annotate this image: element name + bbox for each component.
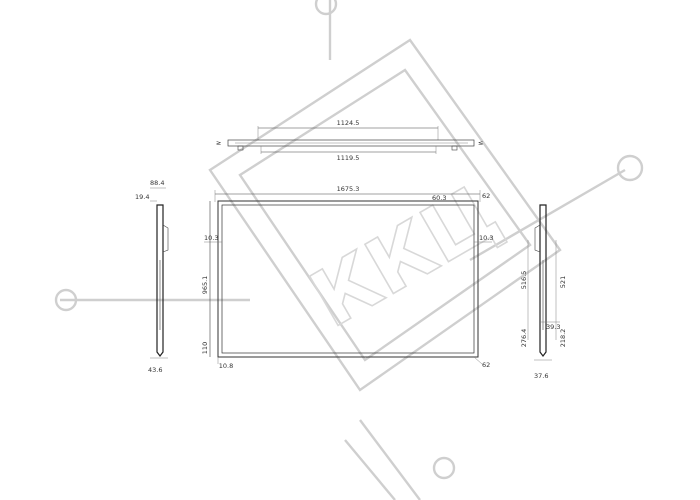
watermark-circle <box>432 456 456 480</box>
watermark-line <box>359 419 421 500</box>
left-side-view: 88.4 19.4 43.6 <box>135 179 169 374</box>
right-side-bulge <box>534 224 541 253</box>
watermark-diamond-inner <box>238 68 532 362</box>
front-corner-bottom-right-label: 62 <box>482 361 490 369</box>
front-left-bezel-label: 10.3 <box>204 234 218 242</box>
right-mount-a-label: 276.4 <box>520 329 528 348</box>
watermark-line <box>344 439 396 500</box>
right-mount-offset-label: 39.3 <box>546 323 560 331</box>
front-right-bezel-label: 10.3 <box>479 234 493 242</box>
watermark-circle <box>616 154 644 182</box>
left-side-profile <box>156 204 164 357</box>
front-top-edge-label: 60.3 <box>432 194 446 202</box>
left-depth-top-label: 88.4 <box>150 179 164 187</box>
top-width-outer-label: 1124.5 <box>337 119 360 127</box>
right-depth-bottom-label: 37.6 <box>534 372 548 380</box>
top-width-inner-label: 1119.5 <box>337 154 360 162</box>
display-outer-frame <box>217 200 479 358</box>
front-view: 1675.3 60.3 62 10.3 10.3 965.1 110 10.8 … <box>201 185 493 370</box>
watermark-circle <box>314 0 338 16</box>
right-height-b-label: 521 <box>559 276 567 288</box>
right-mount-b-label: 218.2 <box>559 329 567 348</box>
left-side-bulge <box>162 224 169 253</box>
top-view-tick: ≥ <box>216 139 221 147</box>
front-width-label: 1675.3 <box>337 185 360 193</box>
front-corner-top-right-label: 62 <box>482 192 490 200</box>
display-screen <box>221 204 475 354</box>
left-depth-mid-label: 19.4 <box>135 193 149 201</box>
left-depth-bottom-label: 43.6 <box>148 366 162 374</box>
front-height-label: 965.1 <box>201 276 209 295</box>
watermark-diamond <box>208 38 562 392</box>
front-bottom-bezel-left-label: 110 <box>201 342 209 354</box>
watermark-circle <box>54 288 78 312</box>
right-side-profile <box>539 204 547 357</box>
top-view: 1124.5 ≥ ≤ 1119.5 <box>216 119 483 162</box>
top-view-foot <box>237 145 244 151</box>
leader-line <box>473 356 483 365</box>
front-bottom-bezel-label: 10.8 <box>219 362 233 370</box>
watermark: ККЦ <box>54 0 644 500</box>
watermark-line <box>469 168 626 262</box>
top-view-outline <box>227 139 475 147</box>
top-view-tick: ≤ <box>478 139 483 147</box>
right-height-a-label: 516.5 <box>520 271 528 290</box>
right-side-view: 516.5 521 39.3 276.4 218.2 37.6 <box>520 204 567 380</box>
top-view-foot <box>451 145 458 151</box>
